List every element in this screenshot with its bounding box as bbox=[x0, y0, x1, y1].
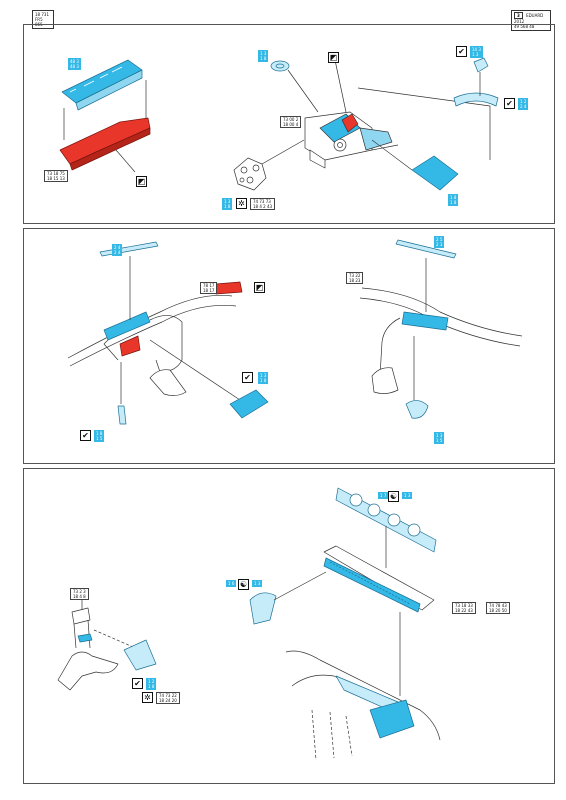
check-icon: ✔ bbox=[456, 46, 467, 57]
pe-instrument-sheet bbox=[61, 59, 143, 111]
pe-strip-left bbox=[99, 241, 159, 257]
part-code-right-a: 73 18 33 18 22 43 bbox=[452, 602, 476, 614]
part-tag-strip-left: 2 4 2 4 bbox=[112, 244, 123, 256]
part-tag-bottom-left: 1 3 1 8 bbox=[222, 198, 233, 210]
part-code-bottom: 74 73 22 18 24 20 bbox=[156, 692, 180, 704]
pe-bracket-upper bbox=[453, 57, 499, 107]
instruction-panel-3 bbox=[23, 468, 555, 784]
part-code-right: 73 22 18 23 bbox=[346, 272, 364, 284]
gear-icon: ✲ bbox=[236, 198, 247, 209]
part-tag-strip-right: 2 5 2 3 bbox=[434, 236, 445, 248]
part-tag-arrow: 1 2 1 8 bbox=[146, 678, 157, 690]
check-icon: ✔ bbox=[504, 98, 515, 109]
sheet-code-line1: 18 731 bbox=[35, 12, 49, 17]
part-tag-disc: 1 3 1 8 bbox=[258, 50, 269, 62]
part-code-stand: 73 2 3 18 4 8 bbox=[70, 588, 89, 600]
part-tag-panel-right: 1 3 1 8 bbox=[258, 372, 269, 384]
part-tag-left-a: 1 6 bbox=[226, 580, 237, 587]
gear-icon: ✲ bbox=[142, 692, 153, 703]
diagonal-icon: ◩ bbox=[254, 282, 265, 293]
pe-gear-part bbox=[233, 157, 267, 191]
pe-bracket-small bbox=[117, 405, 127, 425]
part-code-red: 73 18 75 18 15 13 bbox=[44, 170, 68, 182]
pe-disc bbox=[270, 60, 290, 72]
pe-strip-right bbox=[395, 239, 457, 259]
part-code-right-b: 74 78 43 18 20 50 bbox=[486, 602, 510, 614]
part-code-bottom: 74 73 73 18 4 2 43 bbox=[250, 198, 276, 210]
sheet-code-right-line1: EDUARD 2012 bbox=[514, 13, 544, 24]
fuselage-left bbox=[67, 295, 237, 396]
resin-console-red bbox=[59, 117, 151, 171]
yin-yang-icon: ☯ bbox=[388, 491, 399, 502]
part-tag-top-a: 1 7 bbox=[378, 492, 389, 499]
instruction-panel-2 bbox=[23, 228, 555, 464]
part-tag-right-mid: 1 2 2 4 bbox=[518, 98, 529, 110]
instrument-shelf bbox=[323, 545, 435, 613]
check-icon: ✔ bbox=[132, 678, 143, 689]
yin-yang-icon: ☯ bbox=[238, 579, 249, 590]
instruction-panel-1 bbox=[23, 24, 555, 224]
sheet-code-right: 3 EDUARD 2012 49 568 48 bbox=[511, 10, 551, 31]
part-tag-sheet: 48 3 48 3 bbox=[68, 58, 81, 70]
part-tag-top-b: 1 3 bbox=[402, 492, 413, 499]
fuselage-right bbox=[359, 287, 523, 394]
part-tag-ring: 1 3 1 5 bbox=[434, 432, 445, 444]
pe-arrow-part bbox=[123, 639, 157, 671]
diagonal-icon: ◩ bbox=[136, 176, 147, 187]
check-icon: ✔ bbox=[242, 372, 253, 383]
part-code-mid: 73 00 2 18 00 4 bbox=[280, 116, 302, 128]
control-stand bbox=[57, 607, 119, 691]
part-code-red: 78 17 18 17 bbox=[200, 282, 218, 294]
pe-plate-lower bbox=[411, 155, 459, 191]
part-tag-left-b: 1 3 bbox=[252, 580, 263, 587]
pe-round-frame bbox=[335, 487, 437, 553]
cockpit-tub bbox=[285, 650, 441, 761]
pe-ring bbox=[405, 400, 429, 419]
cockpit-frame-assembly bbox=[304, 111, 399, 169]
check-icon: ✔ bbox=[80, 430, 91, 441]
diagonal-icon: ◩ bbox=[328, 52, 339, 63]
part-tag-right-top: 14 3 1 3 bbox=[470, 46, 483, 58]
pe-panel-right bbox=[229, 389, 269, 419]
part-tag-bracket: 1 8 1 5 bbox=[94, 430, 105, 442]
part-tag-bottom-right: 1 8 1 8 bbox=[448, 194, 459, 206]
sheet-code-right-line2: 49 568 48 bbox=[514, 24, 535, 29]
pe-side-bracket bbox=[249, 592, 277, 625]
resin-part-red bbox=[215, 281, 243, 295]
